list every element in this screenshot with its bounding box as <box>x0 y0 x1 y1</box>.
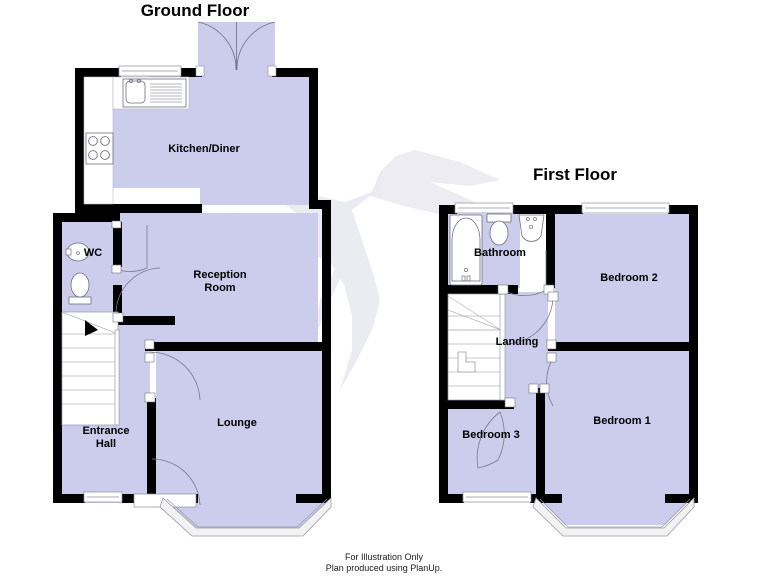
wall-reception-lounge-divider <box>145 342 323 351</box>
room-label-bedroom-2: Bedroom 2 <box>600 272 657 284</box>
kitchen-diner-fill <box>113 22 310 205</box>
room-label-reception-room-line2: Room <box>204 282 235 294</box>
french-door-jamb-left <box>195 65 205 77</box>
wall-bedroom3-bedroom1-divider <box>536 388 545 495</box>
first-floor-walls <box>439 205 698 503</box>
wall-bottom-left <box>53 494 85 503</box>
window-kitchen-top <box>118 65 182 77</box>
wc-fixtures <box>65 242 92 305</box>
wall-ff-right <box>689 205 698 503</box>
wall-kitchen-top-left <box>75 68 121 77</box>
first-floor-plan: Bathroom Bedroom 2 Landing Bedroom 1 Bed… <box>439 202 698 537</box>
footer-line-2: Plan produced using PlanUp. <box>326 563 443 573</box>
bedroom-1-fill <box>535 350 695 525</box>
bedroom-3-fill <box>448 408 543 496</box>
room-label-reception-room-line1: Reception <box>193 269 246 281</box>
bath-icon <box>449 214 483 286</box>
toilet-icon-ground <box>68 272 92 305</box>
french-doors <box>197 21 276 71</box>
wall-hall-top <box>53 213 120 222</box>
wall-right-lower <box>322 204 331 500</box>
room-label-bedroom-1: Bedroom 1 <box>593 415 650 427</box>
wall-wc-partition-lower <box>113 285 122 323</box>
wall-ff-left <box>439 205 448 503</box>
bathroom-fixtures <box>449 213 545 286</box>
first-floor-title: First Floor <box>533 165 617 184</box>
ground-floor-title: Ground Floor <box>141 1 250 20</box>
wall-ff-bottom-left <box>439 494 464 503</box>
room-label-wc: WC <box>84 247 102 259</box>
wall-right-kitchen <box>309 68 318 205</box>
first-floor-windows <box>454 202 695 537</box>
wall-kitchen-bottom <box>84 204 202 213</box>
footer-line-1: For Illustration Only <box>345 552 424 562</box>
wall-bathroom-right <box>546 214 555 288</box>
bedroom-2-fill <box>555 214 695 342</box>
wall-ff-top-right <box>668 205 698 214</box>
wall-bedroom2-bedroom1-divider <box>548 342 695 351</box>
wall-hall-lounge-divider <box>147 398 156 503</box>
wall-ff-bottom-right <box>665 494 698 503</box>
wall-left-lower <box>53 213 62 503</box>
wall-bathroom-bottom <box>448 285 518 294</box>
wall-right-stepout <box>309 200 331 209</box>
window-bedroom-2 <box>581 202 670 214</box>
wall-wc-bottom <box>113 316 175 325</box>
window-entrance-hall-bottom <box>83 491 123 503</box>
kitchen-fixtures <box>83 21 277 205</box>
french-door-leaf-right-fill <box>236 22 275 70</box>
wall-left-kitchen <box>75 68 84 213</box>
bay-window-lounge <box>159 497 332 537</box>
wall-kitchen-top-right <box>272 68 318 77</box>
sink-icon <box>122 78 187 108</box>
wall-ff-bottom-mid <box>530 494 562 503</box>
room-label-kitchen-diner: Kitchen/Diner <box>168 143 240 155</box>
window-bedroom-3 <box>462 491 532 503</box>
staircase-ground <box>61 311 120 426</box>
ground-floor-door-jambs <box>111 220 156 403</box>
room-label-bathroom: Bathroom <box>474 247 526 259</box>
first-floor-door-jambs <box>497 284 559 408</box>
ground-floor-windows <box>83 65 332 537</box>
toilet-icon-first <box>486 213 512 246</box>
wall-landing-bedroom3-divider <box>448 400 514 409</box>
hob-icon <box>85 132 114 165</box>
wall-wc-partition-upper <box>113 222 122 267</box>
bay-window-bedroom-1 <box>532 497 695 537</box>
ground-floor-plan: Kitchen/Diner WC Reception Room Lounge E… <box>53 21 332 537</box>
french-door-jamb-right <box>267 65 277 77</box>
staircase-first <box>447 293 506 401</box>
window-bathroom <box>454 202 514 214</box>
room-label-lounge: Lounge <box>217 417 257 429</box>
french-door-leaf-left-fill <box>198 22 237 70</box>
wall-bottom-right <box>296 494 331 503</box>
room-label-landing: Landing <box>496 336 539 348</box>
wc-fill <box>62 213 120 323</box>
room-label-entrance-hall-line1: Entrance <box>82 425 129 437</box>
room-label-bedroom-3: Bedroom 3 <box>462 429 519 441</box>
wash-basin-icon <box>518 214 545 242</box>
wall-ff-top-mid <box>513 205 583 214</box>
wc-basin-icon <box>65 242 90 262</box>
wall-kitchen-top-mid <box>180 68 202 77</box>
room-label-entrance-hall-line2: Hall <box>96 438 116 450</box>
